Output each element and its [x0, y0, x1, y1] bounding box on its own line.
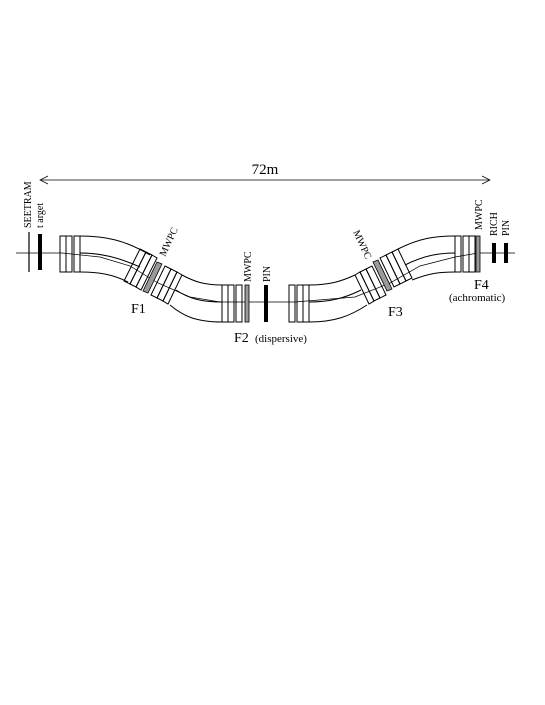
mwpc-f1-detector: [142, 261, 163, 294]
rich-label: RICH: [489, 212, 500, 236]
quadrupole-group-6: [354, 265, 387, 305]
mwpc-f4-label: MWPC: [474, 199, 485, 230]
quadrupole-group-8: [454, 235, 476, 273]
mwpc-f3-detector: [372, 259, 393, 292]
pin-f2-detector: [264, 285, 268, 322]
dipole-1: [79, 235, 151, 283]
f4-note: (achromatic): [449, 292, 506, 304]
f4-label: F4: [474, 278, 489, 293]
dipole-2: [169, 274, 223, 323]
length-dimension: 72m: [39, 162, 491, 185]
length-label: 72m: [252, 162, 279, 178]
rich-detector: [492, 243, 496, 263]
mwpc-f2-label: MWPC: [243, 251, 254, 282]
beam-axis: [16, 252, 515, 303]
target-area: SEETRAM t arget: [23, 181, 46, 272]
quadrupole-group-2: [123, 248, 158, 291]
pin-f2-label: PIN: [262, 266, 273, 282]
mwpc-f3: MWPC: [350, 229, 393, 292]
dipole-3: [308, 274, 368, 323]
quadrupole-group-4: [221, 284, 243, 323]
pin-f4-detector: [504, 243, 508, 263]
quadrupole-group-7: [379, 248, 413, 288]
mwpc-f1-label: MWPC: [158, 226, 181, 259]
seetram-label: SEETRAM: [23, 181, 34, 228]
f2-note: (dispersive): [255, 333, 307, 345]
mwpc-f3-label: MWPC: [350, 229, 373, 262]
quadrupole-group-3: [150, 265, 183, 305]
dipole-4: [397, 235, 456, 281]
production-target: [38, 234, 42, 270]
left-arrowhead: [39, 175, 49, 185]
f1-label: F1: [131, 302, 146, 317]
mwpc-f2-detector: [244, 284, 250, 323]
target-label: t arget: [35, 203, 46, 228]
right-arrowhead: [481, 175, 491, 185]
pin-f4-label: PIN: [501, 220, 512, 236]
quadrupole-group-5: [288, 284, 310, 323]
mwpc-f4-detector: [475, 235, 481, 273]
f3-label: F3: [388, 305, 403, 320]
quadrupole-group-1: [59, 235, 81, 273]
mwpc-f1: MWPC: [142, 226, 181, 294]
f2-label: F2: [234, 331, 249, 346]
